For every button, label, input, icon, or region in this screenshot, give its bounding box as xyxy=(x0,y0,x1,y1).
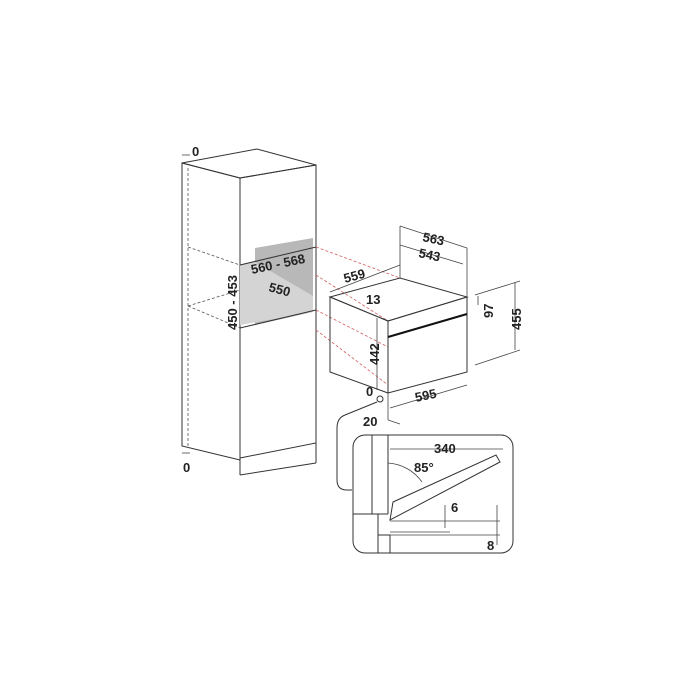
tall-cabinet xyxy=(181,148,317,476)
label-door-gap-2: 8 xyxy=(487,538,494,553)
label-cabinet-top-offset: 0 xyxy=(192,144,199,159)
label-oven-total-height: 455 xyxy=(509,308,524,330)
label-oven-bottom-offset: 0 xyxy=(366,384,373,399)
label-door-depth: 340 xyxy=(434,441,456,456)
oven-door-handle xyxy=(387,313,468,338)
label-oven-front-thickness: 20 xyxy=(363,414,377,429)
oven xyxy=(328,277,469,394)
dimension-lines xyxy=(182,154,521,454)
label-door-gap-1: 6 xyxy=(451,500,458,515)
label-oven-top-gap: 13 xyxy=(366,292,380,307)
niche-floor xyxy=(240,262,313,325)
label-oven-depth-total: 563 xyxy=(421,229,445,248)
label-oven-width-body: 559 xyxy=(342,266,367,286)
alignment-guides xyxy=(315,246,401,386)
label-niche-depth: 550 xyxy=(267,279,292,299)
label-niche-height: 450 - 453 xyxy=(225,275,240,330)
label-oven-front-width: 595 xyxy=(414,386,438,405)
label-cabinet-bottom-offset: 0 xyxy=(183,460,190,475)
label-oven-body-height: 442 xyxy=(367,343,382,365)
door-detail-callout xyxy=(336,395,514,554)
label-oven-depth-body: 543 xyxy=(417,245,441,264)
label-door-angle: 85° xyxy=(414,460,434,475)
label-oven-panel-height: 97 xyxy=(481,304,496,318)
